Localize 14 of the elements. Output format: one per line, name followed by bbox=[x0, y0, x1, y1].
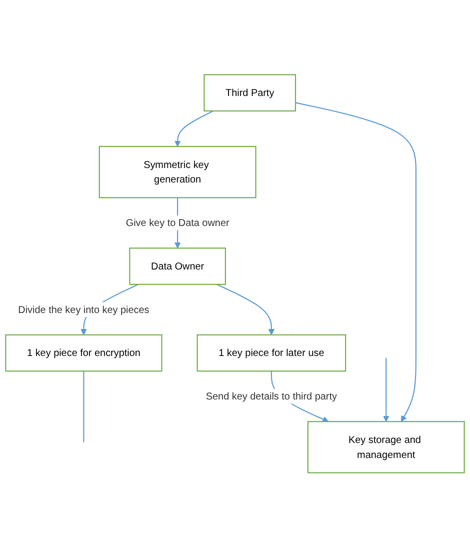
node-box: Data Owner bbox=[129, 247, 226, 285]
connector bbox=[83, 370, 84, 442]
node-box: 1 key piece for later use bbox=[196, 334, 346, 372]
arrow bbox=[295, 102, 416, 422]
arrow bbox=[174, 110, 214, 147]
edge-label: Send key details to third party bbox=[206, 390, 337, 402]
node-box: 1 key piece for encryption bbox=[5, 334, 162, 372]
node-box: Symmetric key generation bbox=[98, 146, 256, 198]
edge-label: Divide the key into key pieces bbox=[18, 303, 150, 315]
arrow bbox=[216, 284, 275, 335]
node-box: Third Party bbox=[204, 74, 296, 112]
edge-label: Give key to Data owner bbox=[126, 216, 230, 228]
node-box: Key storage and management bbox=[307, 420, 465, 474]
arrow bbox=[382, 358, 390, 422]
